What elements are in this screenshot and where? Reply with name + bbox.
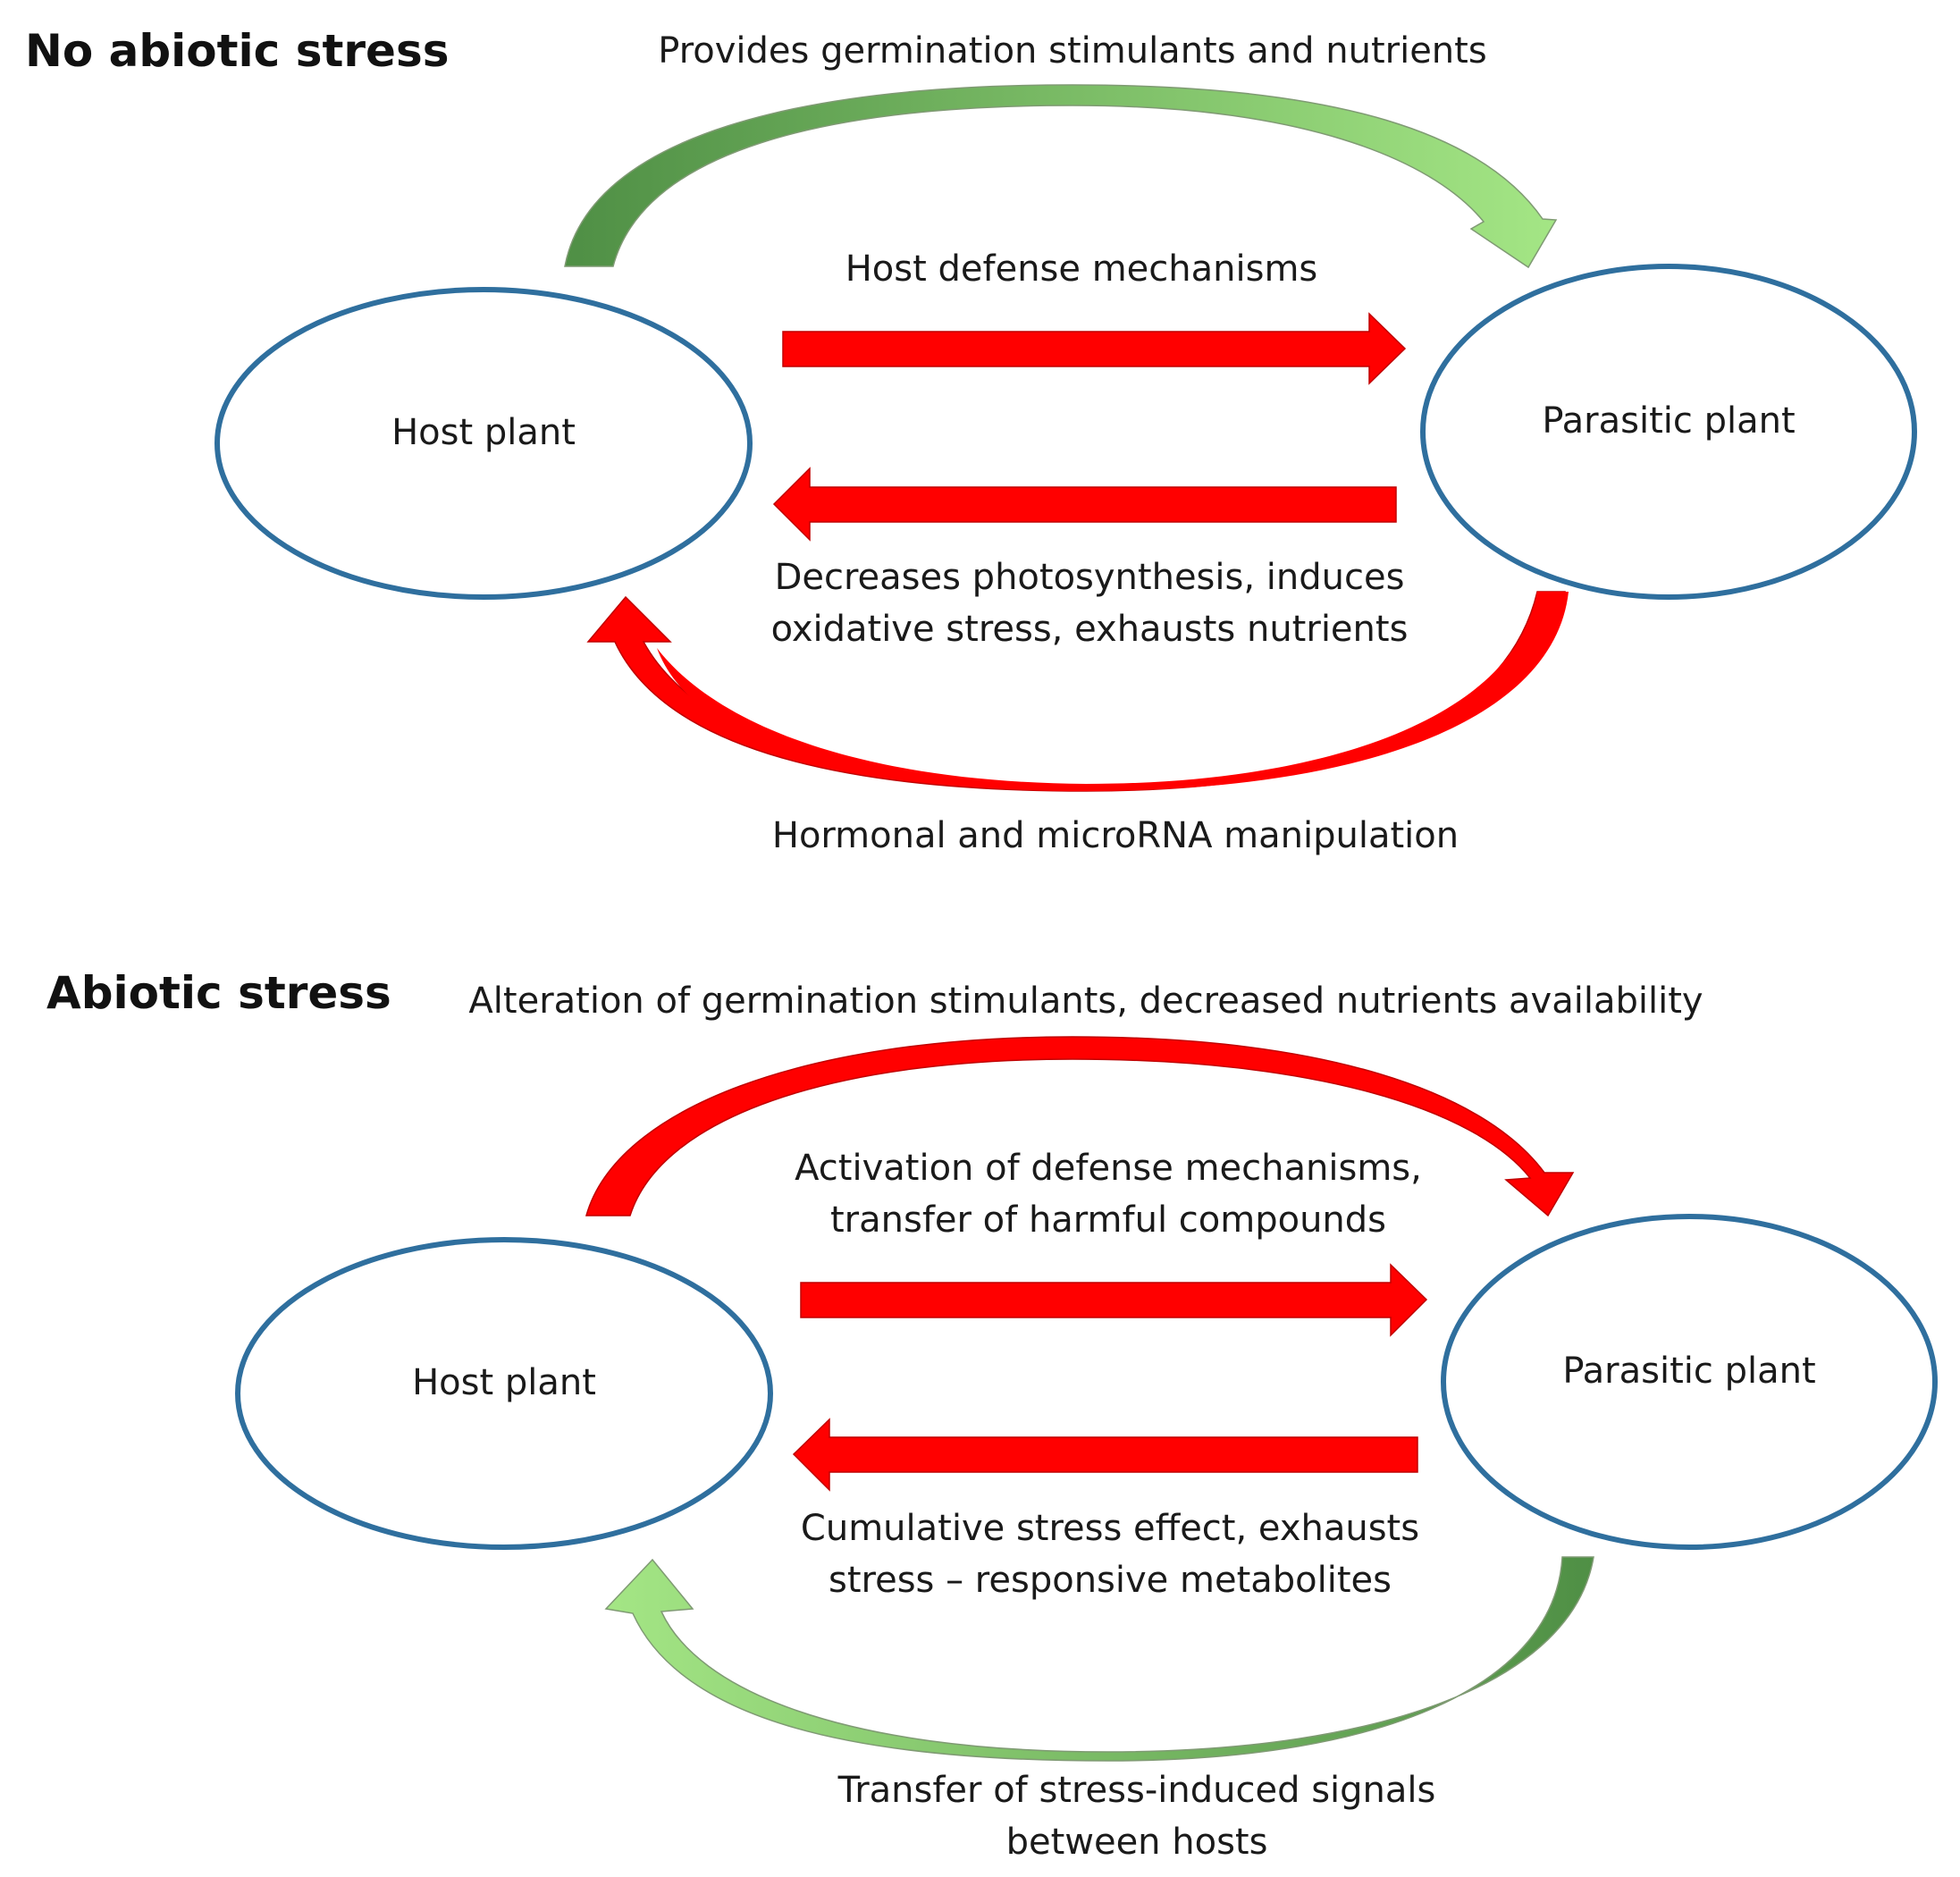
backward-arrow-label-line-2: stress – responsive metabolites — [829, 1560, 1392, 1601]
forward-arrow-label-line-1: Activation of defense mechanisms, — [795, 1148, 1422, 1189]
host-plant-label: Host plant — [412, 1362, 596, 1403]
bottom-arc-arrow — [604, 1556, 1594, 1762]
host-plant-ellipse — [235, 1237, 773, 1550]
panel-title: Abiotic stress — [46, 967, 391, 1019]
host-plant-label: Host plant — [391, 412, 576, 453]
parasitic-plant-label: Parasitic plant — [1562, 1351, 1815, 1392]
top-arc-arrow — [564, 84, 1558, 269]
backward-arrow-label-line-1: Decreases photosynthesis, induces — [775, 557, 1405, 598]
host-to-parasite-arrow — [800, 1263, 1428, 1337]
parasitic-plant-ellipse — [1420, 264, 1917, 600]
top-arc-label: Alteration of germination stimulants, de… — [468, 981, 1703, 1022]
backward-arrow-label-line-1: Cumulative stress effect, exhausts — [801, 1508, 1419, 1549]
parasite-to-host-arrow — [792, 1418, 1418, 1492]
bottom-arc-label: Hormonal and microRNA manipulation — [772, 815, 1459, 856]
parasitic-plant-label: Parasitic plant — [1542, 400, 1795, 442]
panel-abiotic-stress: Abiotic stress Alteration of germination… — [46, 967, 1938, 1863]
forward-arrow-label: Host defense mechanisms — [845, 248, 1318, 290]
bottom-arc-label-line-1: Transfer of stress-induced signals — [837, 1770, 1436, 1811]
parasitic-plant-ellipse — [1441, 1214, 1938, 1550]
forward-arrow-label-line-2: transfer of harmful compounds — [830, 1199, 1386, 1241]
panel-no-abiotic-stress: No abiotic stress Provides germination s… — [25, 25, 1917, 856]
top-arc-arrow — [585, 1036, 1575, 1217]
panel-title: No abiotic stress — [25, 25, 449, 77]
host-plant-ellipse — [215, 287, 753, 600]
backward-arrow-label-line-2: oxidative stress, exhausts nutrients — [771, 609, 1409, 650]
host-to-parasite-arrow — [782, 312, 1407, 385]
top-arc-label: Provides germination stimulants and nutr… — [658, 30, 1486, 72]
bottom-arc-label-line-2: between hosts — [1006, 1822, 1268, 1863]
parasite-to-host-arrow — [772, 467, 1397, 542]
